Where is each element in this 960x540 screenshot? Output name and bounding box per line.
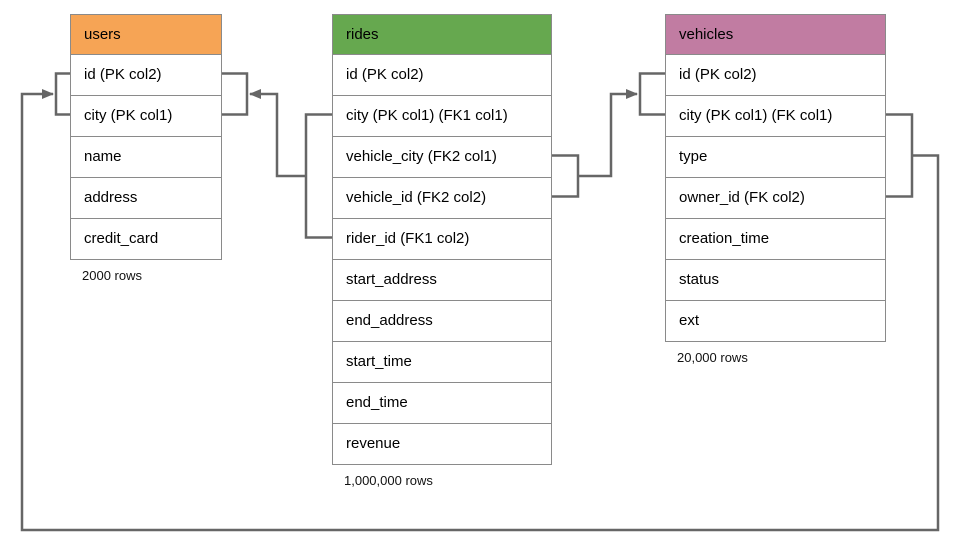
table-row: city (PK col1) (FK col1) [666, 95, 885, 136]
table-row: revenue [333, 423, 551, 464]
table-row: ext [666, 300, 885, 341]
table-row: start_time [333, 341, 551, 382]
table-rides-rowcount: 1,000,000 rows [344, 473, 433, 488]
table-row: id (PK col2) [71, 54, 221, 95]
table-row: name [71, 136, 221, 177]
table-row: address [71, 177, 221, 218]
table-row: rider_id (FK1 col2) [333, 218, 551, 259]
table-row: vehicle_city (FK2 col1) [333, 136, 551, 177]
fk2-arrow-line [578, 89, 638, 178]
table-row: end_address [333, 300, 551, 341]
table-vehicles: vehicles id (PK col2)city (PK col1) (FK … [665, 14, 886, 365]
table-row: type [666, 136, 885, 177]
table-row: id (PK col2) [333, 54, 551, 95]
table-row: credit_card [71, 218, 221, 259]
table-row: creation_time [666, 218, 885, 259]
fk-users-pk-bracket [54, 72, 70, 116]
fk2-rides-fk-bracket [552, 154, 580, 198]
table-users-rowcount: 2000 rows [82, 268, 142, 283]
table-vehicles-header: vehicles [666, 15, 885, 54]
fk1-rides-fk-bracket [304, 113, 332, 239]
table-row: status [666, 259, 885, 300]
table-rides-rows: id (PK col2)city (PK col1) (FK1 col1)veh… [333, 54, 551, 464]
fk-arrow-line [20, 89, 940, 532]
table-row: city (PK col1) (FK1 col1) [333, 95, 551, 136]
table-users-header: users [71, 15, 221, 54]
table-row: start_address [333, 259, 551, 300]
table-vehicles-rowcount: 20,000 rows [677, 350, 748, 365]
table-row: vehicle_id (FK2 col2) [333, 177, 551, 218]
table-vehicles-rows: id (PK col2)city (PK col1) (FK col1)type… [666, 54, 885, 341]
table-row: id (PK col2) [666, 54, 885, 95]
fk2-vehicles-pk-bracket [638, 72, 665, 116]
fk1-arrow-line [249, 89, 306, 178]
fk-vehicles-fk-bracket [886, 113, 914, 198]
table-row: end_time [333, 382, 551, 423]
table-row: city (PK col1) [71, 95, 221, 136]
fk1-users-pk-bracket [222, 72, 249, 116]
table-rides-header: rides [333, 15, 551, 54]
table-rides: rides id (PK col2)city (PK col1) (FK1 co… [332, 14, 552, 488]
table-row: owner_id (FK col2) [666, 177, 885, 218]
